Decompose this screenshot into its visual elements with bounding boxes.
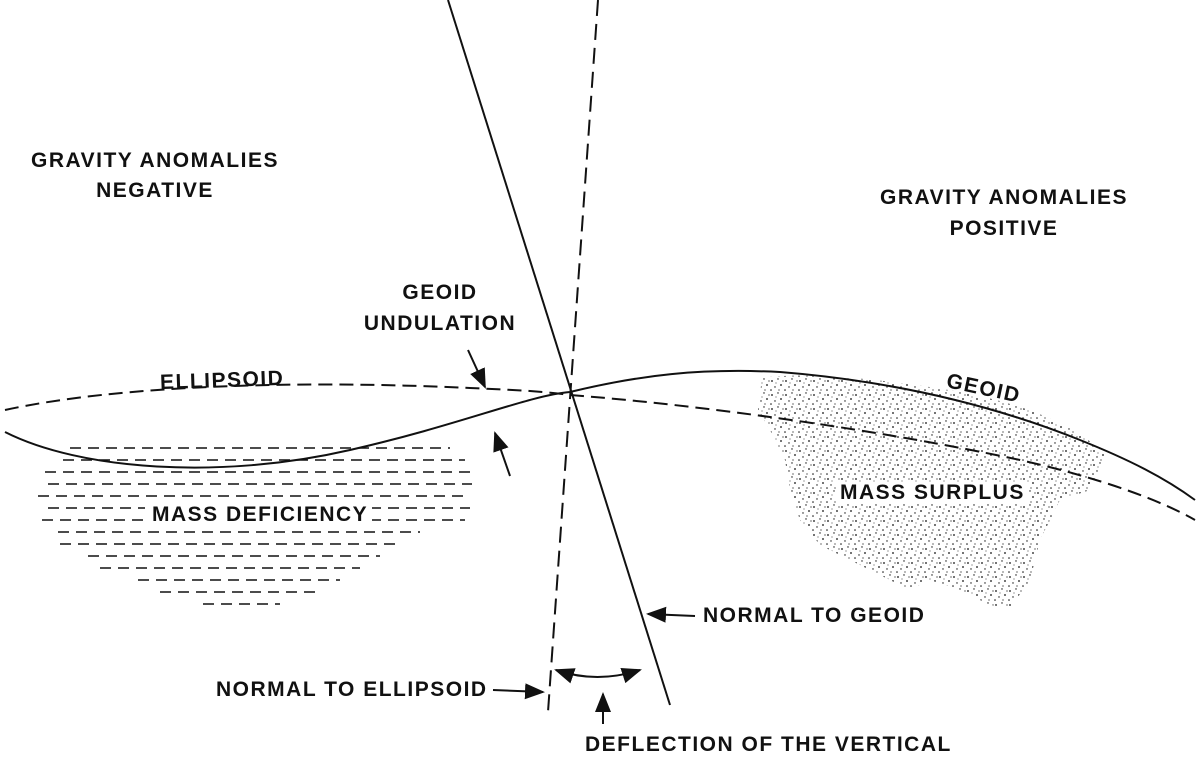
geoid-curve <box>4 369 1196 501</box>
deflection-label: DEFLECTION OF THE VERTICAL <box>585 733 952 756</box>
normal-to-geoid-line <box>447 0 671 706</box>
mass-deficiency-label: MASS DEFICIENCY <box>148 504 373 525</box>
undulation-arrow-up <box>493 431 511 477</box>
geoid-undulation-line2: UNDULATION <box>363 312 517 335</box>
mass-deficiency-region <box>38 447 472 605</box>
normal-to-ellipsoid-label: NORMAL TO ELLIPSOID <box>216 678 488 701</box>
ellipsoid-label: ELLIPSOID <box>159 366 285 395</box>
normal-ellipsoid-arrow <box>492 683 545 700</box>
normal-geoid-arrow <box>646 606 696 623</box>
normal-to-geoid-label: NORMAL TO GEOID <box>703 604 926 627</box>
mass-surplus-label: MASS SURPLUS <box>836 482 1029 503</box>
gravity-negative-line1: GRAVITY ANOMALIES <box>31 149 279 172</box>
gravity-positive-line2: POSITIVE <box>949 217 1059 240</box>
normal-to-ellipsoid-line <box>547 0 599 713</box>
ellipsoid-curve <box>4 383 1196 521</box>
gravity-negative-line2: NEGATIVE <box>96 179 214 202</box>
geoid-undulation-line1: GEOID <box>402 281 478 304</box>
undulation-arrow-down <box>467 349 486 389</box>
deflection-arc <box>554 667 642 684</box>
gravity-positive-line1: GRAVITY ANOMALIES <box>880 186 1128 209</box>
